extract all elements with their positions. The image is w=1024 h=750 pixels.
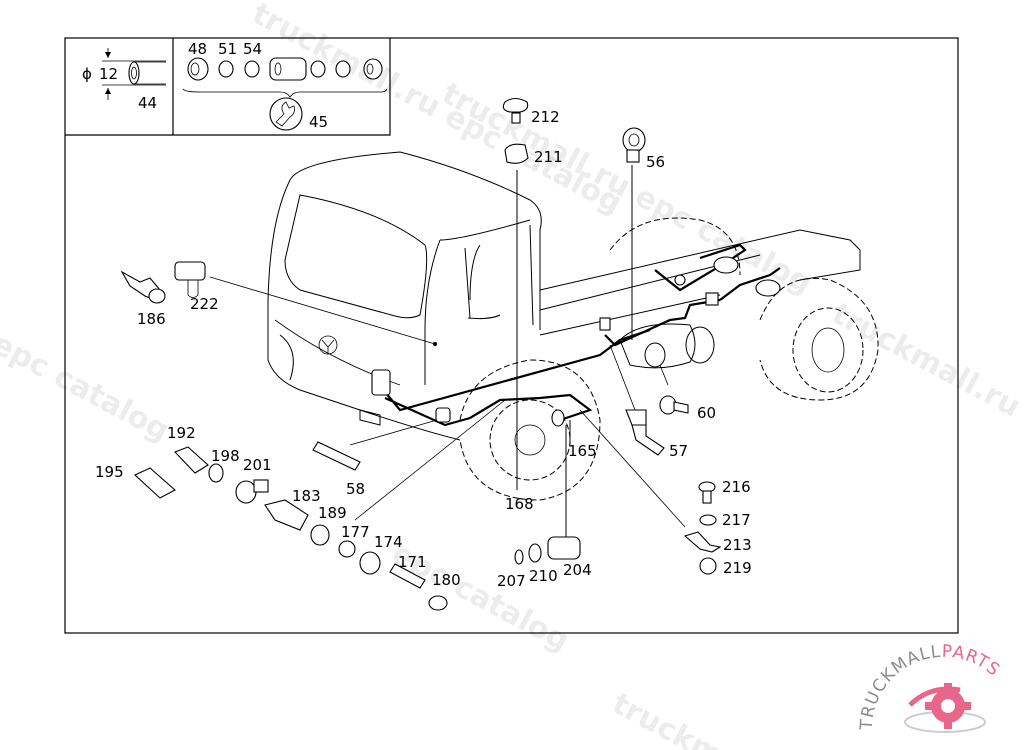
part-label-60[interactable]: 60 — [697, 404, 716, 422]
part-label-58[interactable]: 58 — [346, 480, 365, 498]
inset-box: ϕ 12 44 48 51 54 45 — [65, 38, 391, 136]
pipe-dimension-drawing — [102, 48, 166, 100]
part-label-186[interactable]: 186 — [137, 310, 166, 328]
logo-text-main: TRUCKMALL — [857, 642, 942, 732]
part-label-56[interactable]: 56 — [646, 153, 665, 171]
loose-parts — [120, 97, 722, 611]
part-label-207[interactable]: 207 — [497, 572, 526, 590]
part-label-180[interactable]: 180 — [432, 571, 461, 589]
part-label-54[interactable]: 54 — [243, 40, 262, 58]
part-label-198[interactable]: 198 — [211, 447, 240, 465]
part-label-48[interactable]: 48 — [188, 40, 207, 58]
part-label-177[interactable]: 177 — [341, 523, 370, 541]
part-label-192[interactable]: 192 — [167, 424, 196, 442]
part-label-51[interactable]: 51 — [218, 40, 237, 58]
part-label-168[interactable]: 168 — [505, 495, 534, 513]
truckmall-parts-logo: TRUCKMALLPARTS — [857, 642, 1004, 733]
watermark-text: truckmall.ru — [826, 296, 1024, 424]
part-label-45[interactable]: 45 — [309, 113, 328, 131]
diameter-symbol: ϕ — [82, 65, 92, 83]
brake-pipe-routing — [371, 243, 781, 427]
watermark-text: epc catalog — [0, 326, 175, 448]
diameter-value: 12 — [99, 65, 118, 83]
part-label-210[interactable]: 210 — [529, 567, 558, 585]
logo-text-accent: PARTS — [942, 642, 1004, 681]
part-label-217[interactable]: 217 — [722, 511, 751, 529]
part-label-174[interactable]: 174 — [374, 533, 403, 551]
diagram-frame — [64, 37, 959, 634]
watermark-text: truckmall — [606, 686, 764, 750]
part-label-213[interactable]: 213 — [723, 536, 752, 554]
watermark-text: truckmall.ru epc catalog — [246, 0, 627, 221]
part-label-204[interactable]: 204 — [563, 561, 592, 579]
part-label-165[interactable]: 165 — [568, 442, 597, 460]
part-label-44[interactable]: 44 — [138, 94, 157, 112]
part-label-222[interactable]: 222 — [190, 295, 219, 313]
part-label-211[interactable]: 211 — [534, 148, 563, 166]
part-labels: 212 211 56 186 222 60 57 165 168 58 192 … — [95, 108, 752, 590]
part-label-195[interactable]: 195 — [95, 463, 124, 481]
part-label-189[interactable]: 189 — [318, 504, 347, 522]
gear-icon — [904, 683, 986, 733]
part-label-171[interactable]: 171 — [398, 553, 427, 571]
part-label-212[interactable]: 212 — [531, 108, 560, 126]
part-label-219[interactable]: 219 — [723, 559, 752, 577]
fittings-row — [182, 57, 388, 131]
part-label-183[interactable]: 183 — [292, 487, 321, 505]
part-label-57[interactable]: 57 — [669, 442, 688, 460]
watermark-text: truckmall.ru epc catalog — [436, 76, 817, 301]
leader-lines — [209, 165, 686, 538]
part-label-216[interactable]: 216 — [722, 478, 751, 496]
part-label-201[interactable]: 201 — [243, 456, 272, 474]
